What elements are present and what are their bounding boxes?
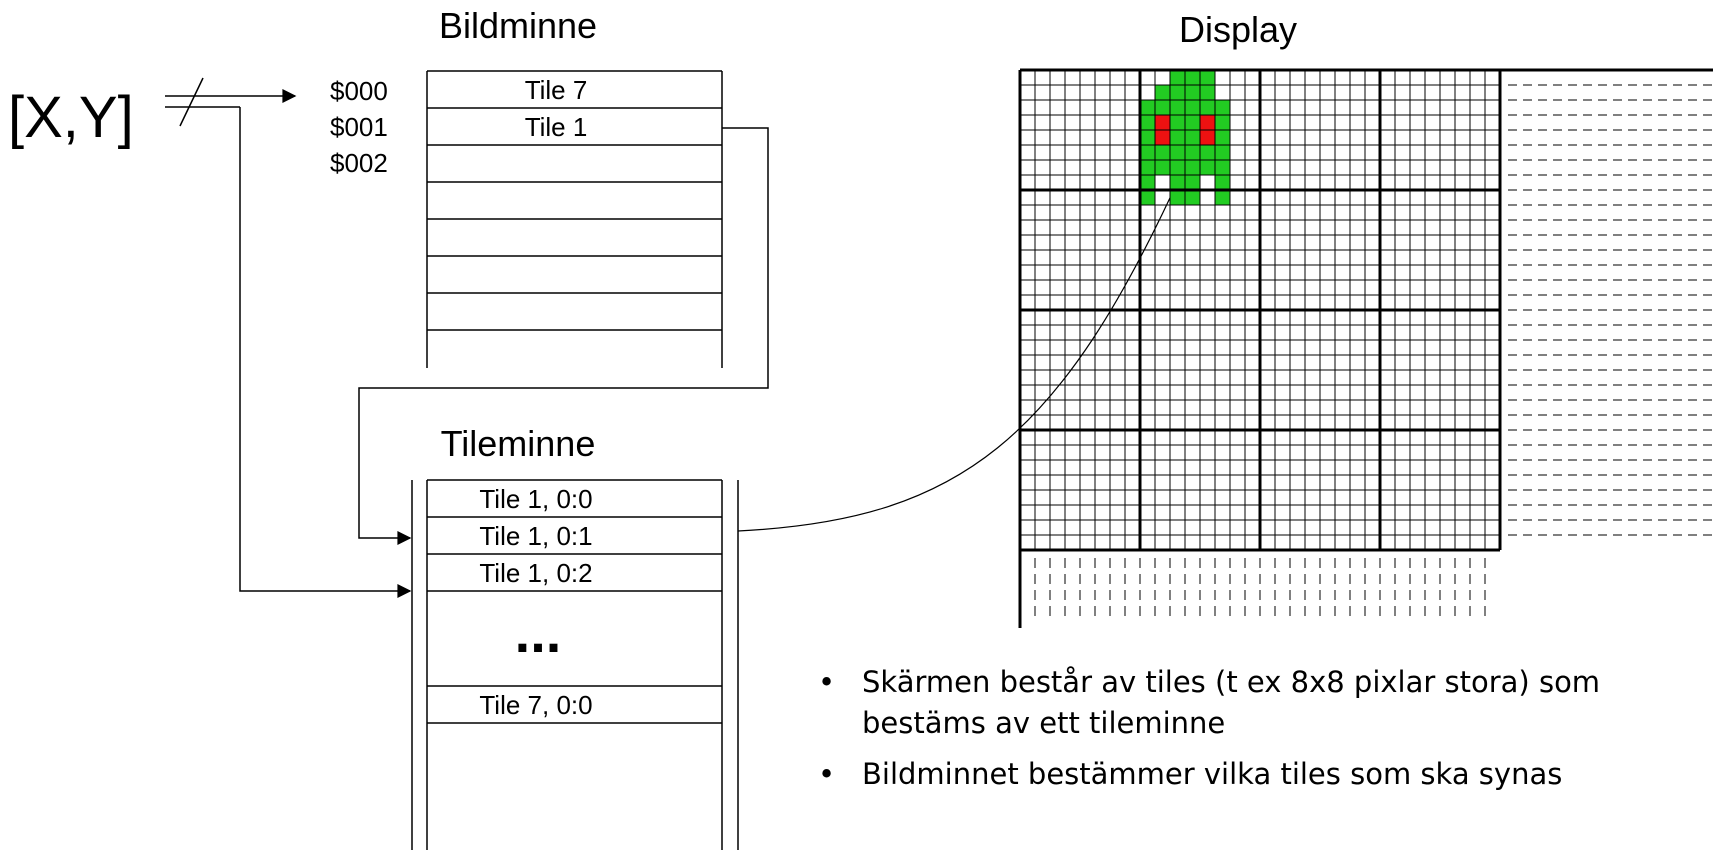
sprite-body-pixel xyxy=(1185,70,1200,85)
tileminne-ellipsis: ... xyxy=(515,601,562,664)
address-001: $001 xyxy=(330,112,388,142)
sprite-body-pixel xyxy=(1155,145,1170,160)
tile-grid xyxy=(1018,68,1713,628)
sprite-body-pixel xyxy=(1155,160,1170,175)
bullet-marker-2: • xyxy=(818,757,835,791)
sprite-eye-pixel xyxy=(1200,130,1215,145)
sprite-body-pixel xyxy=(1185,175,1200,190)
sprite-body-pixel xyxy=(1140,130,1155,145)
sprite-body-pixel xyxy=(1170,190,1185,205)
tileminne-cell-2: Tile 1, 0:2 xyxy=(479,558,592,588)
address-low-bits-arrow xyxy=(239,107,412,598)
sprite-body-pixel xyxy=(1185,130,1200,145)
sprite-body-pixel xyxy=(1170,145,1185,160)
tileminne-cell-0: Tile 1, 0:0 xyxy=(479,484,592,514)
sprite-body-pixel xyxy=(1200,160,1215,175)
address-002: $002 xyxy=(330,148,388,178)
bus-slash xyxy=(179,77,204,127)
sprite-body-pixel xyxy=(1140,175,1155,190)
tileminne-heading: Tileminne xyxy=(441,423,596,464)
tile-data-to-pixel-curve xyxy=(737,171,1183,532)
bildminne-heading: Bildminne xyxy=(439,5,597,46)
tile-index-arrow xyxy=(358,127,769,545)
tileminne-cell-1: Tile 1, 0:1 xyxy=(479,521,592,551)
bildminne-cell-0: Tile 7 xyxy=(525,75,588,105)
bullet-1-line-1: Skärmen består av tiles (t ex 8x8 pixlar… xyxy=(862,665,1600,699)
bullet-list: • Skärmen består av tiles (t ex 8x8 pixl… xyxy=(818,665,1600,791)
sprite-body-pixel xyxy=(1155,100,1170,115)
address-000: $000 xyxy=(330,76,388,106)
bullet-marker-1: • xyxy=(818,665,835,699)
sprite-body-pixel xyxy=(1185,145,1200,160)
sprite-body-pixel xyxy=(1185,85,1200,100)
sprite-body-pixel xyxy=(1140,115,1155,130)
sprite-body-pixel xyxy=(1215,130,1230,145)
sprite-body-pixel xyxy=(1185,160,1200,175)
sprite-body-pixel xyxy=(1140,160,1155,175)
tileminne-block xyxy=(411,479,739,850)
display-heading: Display xyxy=(1179,9,1297,50)
sprite-body-pixel xyxy=(1185,190,1200,205)
sprite-body-pixel xyxy=(1170,130,1185,145)
sprite-body-pixel xyxy=(1185,100,1200,115)
sprite-eye-pixel xyxy=(1155,115,1170,130)
sprite-body-pixel xyxy=(1215,160,1230,175)
tileminne-cell-3: Tile 7, 0:0 xyxy=(479,690,592,720)
sprite-body-pixel xyxy=(1140,100,1155,115)
sprite-eye-pixel xyxy=(1155,130,1170,145)
sprite-body-pixel xyxy=(1140,190,1155,205)
sprite-body-pixel xyxy=(1215,100,1230,115)
sprite-body-pixel xyxy=(1200,100,1215,115)
sprite-body-pixel xyxy=(1200,70,1215,85)
sprite-character xyxy=(1140,70,1230,205)
sprite-body-pixel xyxy=(1170,70,1185,85)
sprite-body-pixel xyxy=(1155,85,1170,100)
sprite-body-pixel xyxy=(1215,145,1230,160)
bildminne-block xyxy=(426,70,723,368)
sprite-body-pixel xyxy=(1170,100,1185,115)
bullet-1-line-2: bestäms av ett tileminne xyxy=(862,706,1225,740)
grid-continuation-dashes xyxy=(1034,84,1713,622)
sprite-eye-pixel xyxy=(1200,115,1215,130)
sprite-body-pixel xyxy=(1215,175,1230,190)
sprite-body-pixel xyxy=(1200,85,1215,100)
bildminne-cell-1: Tile 1 xyxy=(525,112,588,142)
sprite-body-pixel xyxy=(1215,115,1230,130)
bullet-2-line-1: Bildminnet bestämmer vilka tiles som ska… xyxy=(862,757,1562,791)
sprite-body-pixel xyxy=(1140,145,1155,160)
tileminne-ellipsis-bottom: ... xyxy=(515,809,562,850)
xy-coordinate-label: [X,Y] xyxy=(8,85,134,150)
sprite-body-pixel xyxy=(1200,145,1215,160)
sprite-body-pixel xyxy=(1170,175,1185,190)
sprite-body-pixel xyxy=(1170,160,1185,175)
display-screen xyxy=(1018,68,1713,628)
sprite-body-pixel xyxy=(1185,115,1200,130)
sprite-body-pixel xyxy=(1170,115,1185,130)
sprite-body-pixel xyxy=(1170,85,1185,100)
sprite-body-pixel xyxy=(1215,190,1230,205)
